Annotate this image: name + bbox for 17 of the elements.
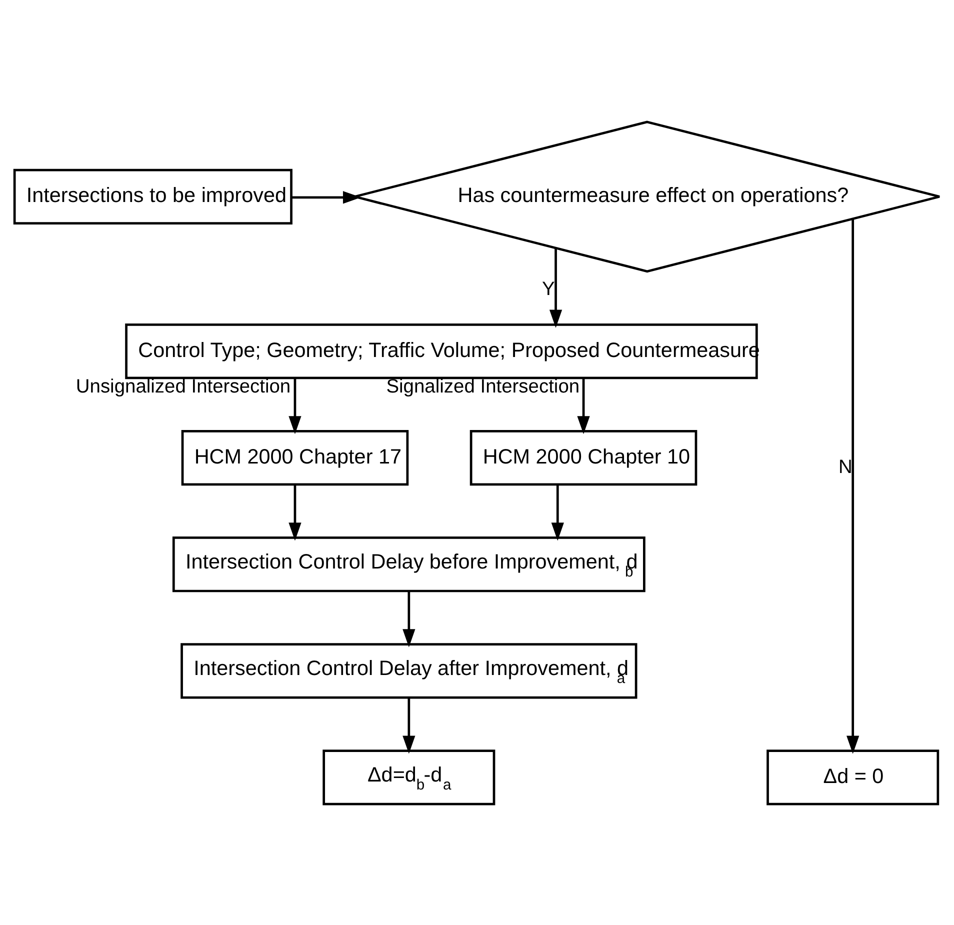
arrow — [577, 378, 590, 434]
node-box: Δd=d$_{b}$-d$_{a}$ — [322, 749, 496, 805]
arrow — [292, 190, 362, 204]
arrow — [402, 590, 416, 647]
arrow — [846, 218, 860, 754]
node-box: Intersections to be improved — [13, 168, 292, 224]
arrow — [551, 484, 564, 540]
node-box: HCM 2000 Chapter 10 — [470, 430, 698, 486]
edge-label: Y — [542, 278, 555, 300]
node-diamond: Has countermeasure effect on operations? — [354, 120, 941, 272]
arrow — [288, 378, 302, 434]
arrow — [402, 697, 416, 754]
node-box: HCM 2000 Chapter 17 — [181, 430, 409, 486]
node-box: Δd = 0 — [766, 749, 940, 805]
arrow — [288, 484, 302, 540]
edge-label: N — [838, 456, 852, 478]
arrow — [549, 248, 562, 328]
